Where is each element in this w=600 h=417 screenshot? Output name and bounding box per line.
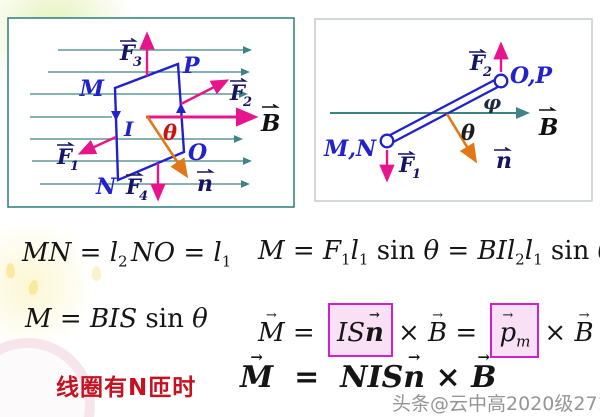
vector-bar-f2 [469, 48, 487, 53]
pivot-circle-op [493, 73, 509, 89]
coil-n-turns-label: 线圈有N匝时 [56, 375, 197, 401]
normal-vector-arrow [145, 115, 189, 179]
label-f1: F [398, 152, 416, 177]
vector-bar-f1 [57, 141, 75, 146]
label-f1: F [56, 144, 74, 169]
label-n: n [197, 171, 213, 197]
vector-bars [57, 37, 248, 176]
vector-bar-b [539, 106, 557, 111]
vector-bar-b [262, 103, 280, 108]
vector-bar-f3 [120, 37, 138, 42]
background-decoration [27, 279, 40, 296]
force-arrow-f2 [180, 79, 230, 106]
label-angle-theta: θ [163, 120, 177, 145]
label-f2: F [229, 80, 247, 105]
label-MN: M,N [323, 136, 377, 162]
label-f2-sub: 2 [242, 95, 252, 110]
label-P: P [182, 53, 201, 79]
equation-torque-vector: M = ISn× B = pm× B [258, 303, 594, 359]
label-M: M [79, 76, 105, 102]
vector-bar-f4 [126, 171, 144, 176]
coil-rod-edge [384, 76, 500, 139]
label-O: O [188, 140, 207, 166]
label-B: B [260, 110, 280, 137]
label-f2-sub: 2 [482, 65, 492, 80]
right-diagram: M,N O,P F 2 F 1 B φ θ n [314, 18, 593, 202]
pivot-circle-mn [379, 133, 395, 149]
vector-bars [398, 48, 512, 155]
background-decoration [6, 263, 15, 278]
label-f4-sub: 4 [139, 189, 148, 204]
label-OP: O,P [510, 63, 554, 89]
label-f2: F [469, 50, 487, 75]
equation-torque-bis: M = BIS sin θ [25, 304, 208, 334]
label-f1-sub: 1 [70, 159, 79, 174]
label-N: N [95, 174, 117, 200]
vector-bar-n [197, 168, 215, 173]
force-arrow-f1 [77, 135, 117, 155]
equation-mn-l2: MN = l2 [22, 238, 128, 271]
label-f4: F [125, 174, 143, 199]
label-current-I: I [123, 117, 134, 141]
label-f3: F [119, 40, 137, 65]
diagram-frame [7, 17, 295, 208]
left-diagram: M P O N I θ B n F 3 F 4 F 1 F 2 [7, 17, 295, 208]
vector-bar-f2 [230, 77, 248, 82]
current-direction-arrow [111, 111, 121, 121]
watermark: 头条@云中高2020级271班 [392, 393, 600, 415]
label-B: B [538, 114, 558, 141]
label-f1-sub: 1 [412, 167, 421, 182]
label-angle-theta: θ [461, 120, 475, 145]
current-direction-arrow [176, 103, 186, 113]
background-decoration [92, 266, 101, 281]
normal-vector-arrow [445, 113, 478, 164]
label-angle-phi: φ [483, 90, 501, 114]
equation-torque-f1l1: M = F1l1 sin θ = BIl2l1 sin θ [258, 236, 600, 269]
equation-torque-n-turns: M = NISn × B [240, 359, 496, 397]
equation-no-l1: NO = l1 [131, 238, 232, 271]
label-f3-sub: 3 [133, 55, 142, 70]
vector-bar-n [494, 146, 512, 151]
label-n: n [496, 148, 512, 174]
current-loop [113, 62, 186, 182]
coil-rod-edge [388, 83, 504, 146]
vector-bar-f1 [398, 150, 416, 155]
diagrams: M P O N I θ B n F 3 F 4 F 1 F 2 [7, 17, 593, 208]
coil-rod [384, 76, 504, 146]
